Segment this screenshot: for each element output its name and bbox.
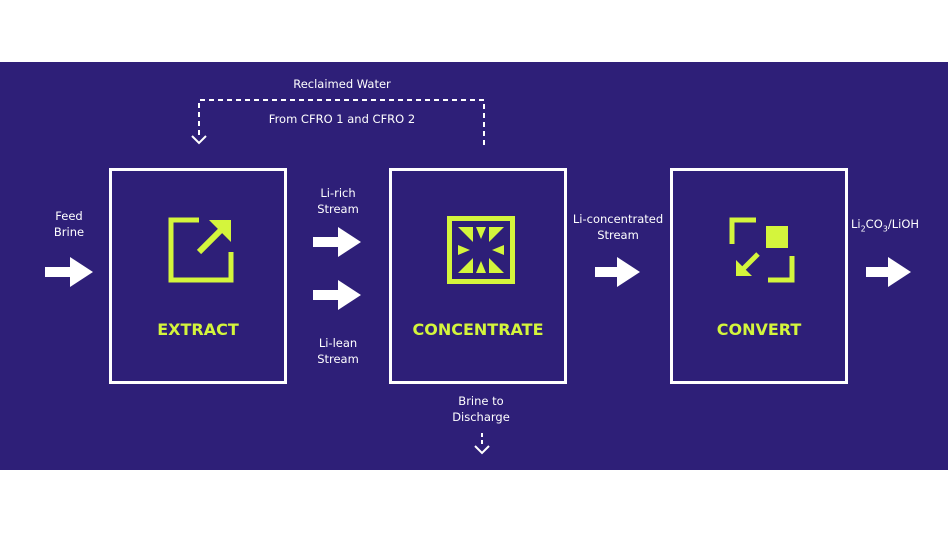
recycle-label-2: From CFRO 1 and CFRO 2	[268, 112, 416, 126]
li-rich-label-1: Li-rich	[320, 186, 356, 200]
discharge-label-2: Discharge	[452, 410, 510, 424]
convert-stage: CONVERT	[670, 168, 848, 384]
expand-icon	[168, 217, 234, 283]
li-lean-label-1: Li-lean	[318, 336, 358, 350]
li-concentrated-arrow-icon	[595, 257, 640, 287]
extract-label: EXTRACT	[157, 320, 239, 339]
discharge-arrow-icon	[474, 445, 490, 455]
li-rich-arrow-icon	[313, 227, 361, 257]
convert-icon	[729, 217, 795, 283]
li-concentrated-label-2: Stream	[597, 228, 639, 242]
product-arrow-icon	[866, 257, 911, 287]
li-concentrated-label-1: Li-concentrated	[572, 212, 664, 226]
concentrate-stage: CONCENTRATE	[389, 168, 567, 384]
recycle-loop	[191, 99, 490, 455]
discharge-label-1: Brine to	[458, 394, 504, 408]
li-lean-label-2: Stream	[317, 352, 359, 366]
feed-arrow-icon	[45, 257, 93, 287]
diagram-panel: Reclaimed Water From CFRO 1 and CFRO 2 F…	[0, 62, 948, 470]
feed-label-2: Brine	[53, 225, 85, 239]
feed-label-1: Feed	[55, 209, 83, 223]
concentrate-label: CONCENTRATE	[412, 320, 544, 339]
extract-stage: EXTRACT	[109, 168, 287, 384]
convert-label: CONVERT	[716, 320, 802, 339]
flow-arrows	[45, 227, 911, 310]
li-lean-arrow-icon	[313, 280, 361, 310]
recycle-label-1: Reclaimed Water	[293, 77, 391, 91]
li-rich-label-2: Stream	[317, 202, 359, 216]
product-label: Li2CO3/LiOH	[850, 217, 920, 234]
compress-icon	[447, 216, 515, 284]
